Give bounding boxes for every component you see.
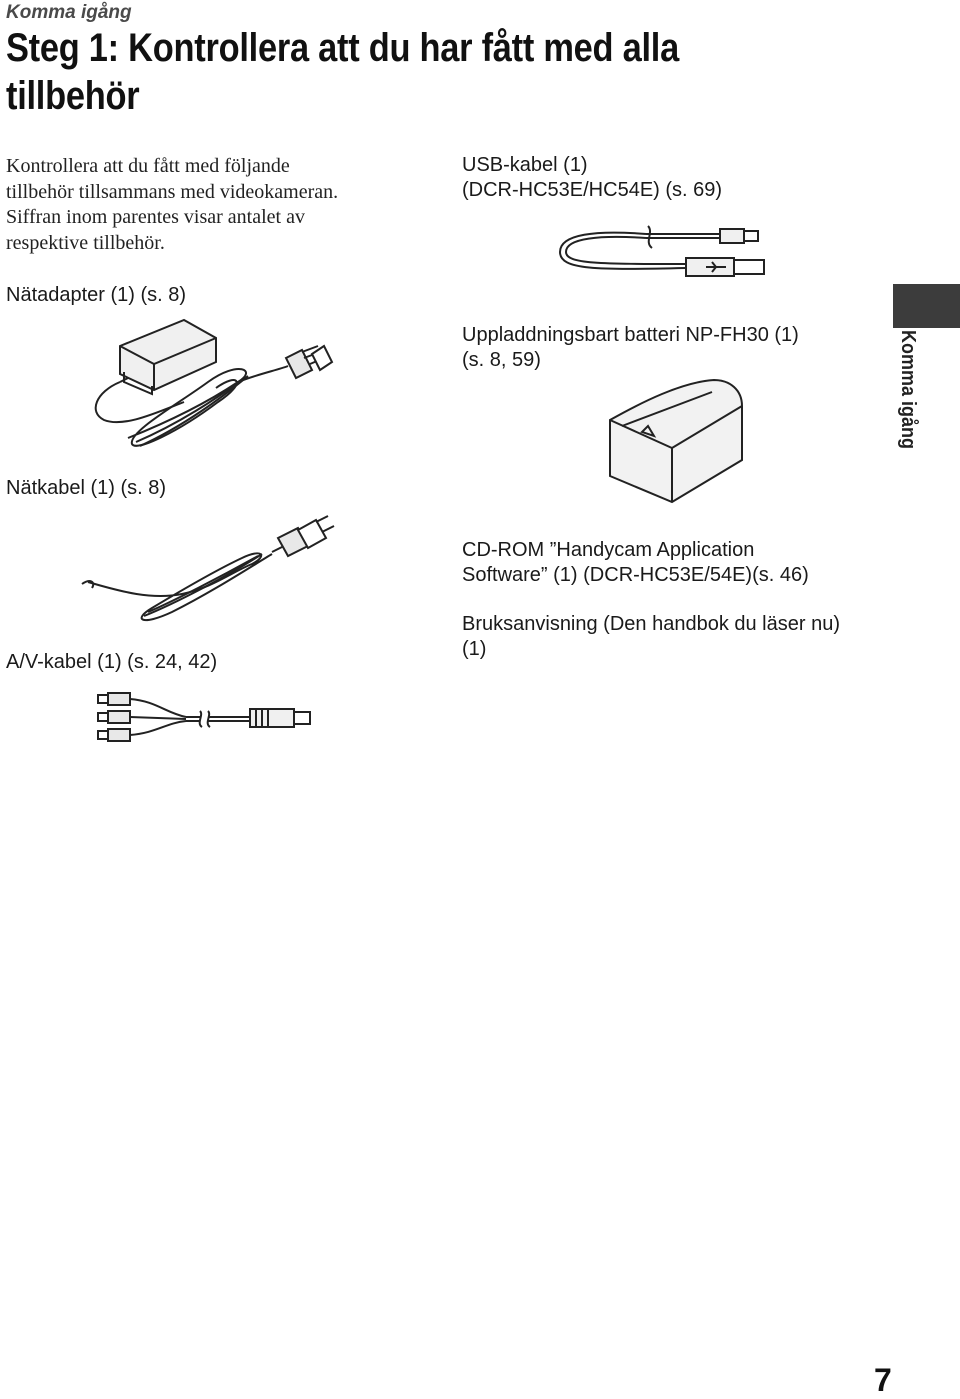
section-label: Komma igång xyxy=(6,2,132,23)
ac-adapter-illustration xyxy=(94,318,334,447)
caption-cdrom: CD-ROM ”Handycam Application Software” (… xyxy=(462,539,809,586)
caption-power-cord: Nätkabel (1) (s. 8) xyxy=(6,477,167,499)
side-tab-label: Komma igång xyxy=(883,330,933,480)
caption-manual: Bruksanvisning (Den handbok du läser nu)… xyxy=(462,613,840,660)
side-tab-text: Komma igång xyxy=(897,330,919,450)
page-number: 7 xyxy=(874,1362,892,1398)
usb-cable-illustration xyxy=(558,225,765,277)
av-cable-illustration xyxy=(97,692,311,742)
side-tab-block xyxy=(893,284,960,328)
battery-illustration xyxy=(609,378,743,504)
page-title: Steg 1: Kontrollera att du har fått med … xyxy=(6,26,679,118)
caption-av-cable: A/V-kabel (1) (s. 24, 42) xyxy=(6,651,218,673)
caption-ac-adapter: Nätadapter (1) (s. 8) xyxy=(6,284,187,306)
intro-text: Kontrollera att du fått med följande til… xyxy=(6,155,339,254)
power-cord-illustration xyxy=(81,515,335,622)
caption-battery: Uppladdningsbart batteri NP-FH30 (1) (s.… xyxy=(462,324,799,371)
caption-usb-cable: USB-kabel (1) (DCR-HC53E/HC54E) (s. 69) xyxy=(462,154,723,201)
